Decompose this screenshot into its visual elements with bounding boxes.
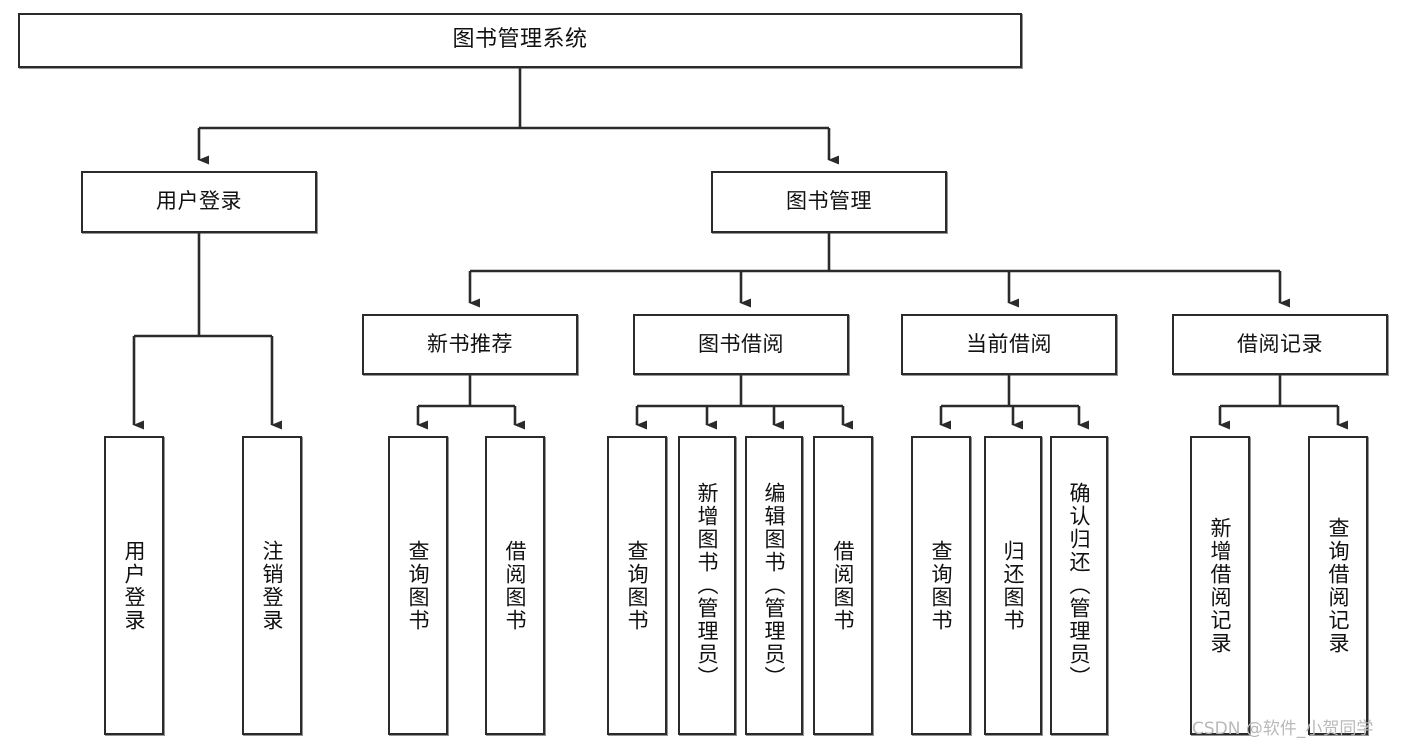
node-label: 新书推荐 [427, 331, 513, 356]
leaf-borrow-book[interactable]: 借阅图书 [813, 436, 873, 735]
node-label: 确认归还（管理员） [1067, 482, 1092, 689]
node-label: 用户登录 [122, 539, 147, 632]
node-label: 用户登录 [156, 189, 242, 214]
node-label: 注销登录 [260, 539, 285, 632]
node-label: 借阅图书 [503, 539, 528, 632]
leaf-query-book-recommend[interactable]: 查询图书 [388, 436, 448, 735]
node-borrow-record[interactable]: 借阅记录 [1172, 314, 1388, 375]
leaf-return-book[interactable]: 归还图书 [984, 436, 1042, 735]
leaf-user-login[interactable]: 用户登录 [104, 436, 164, 735]
node-label: 图书管理 [786, 189, 872, 214]
leaf-edit-book-admin[interactable]: 编辑图书（管理员） [745, 436, 803, 735]
leaf-query-borrow-record[interactable]: 查询借阅记录 [1308, 436, 1368, 735]
leaf-confirm-return-admin[interactable]: 确认归还（管理员） [1050, 436, 1108, 735]
node-label: 查询图书 [625, 539, 650, 632]
node-label: 借阅图书 [831, 539, 856, 632]
node-new-book-recommend[interactable]: 新书推荐 [362, 314, 578, 375]
leaf-add-borrow-record[interactable]: 新增借阅记录 [1190, 436, 1250, 735]
node-label: 图书借阅 [698, 331, 784, 356]
node-label: 查询图书 [929, 539, 954, 632]
leaf-logout[interactable]: 注销登录 [242, 436, 302, 735]
node-label: 查询借阅记录 [1326, 516, 1351, 655]
node-root-system[interactable]: 图书管理系统 [18, 13, 1022, 68]
node-label: 归还图书 [1001, 539, 1026, 632]
node-label: 图书管理系统 [452, 27, 588, 53]
node-label: 编辑图书（管理员） [762, 482, 787, 689]
node-label: 借阅记录 [1237, 331, 1323, 356]
leaf-borrow-book-recommend[interactable]: 借阅图书 [485, 436, 545, 735]
node-book-manage[interactable]: 图书管理 [711, 171, 947, 233]
csdn-watermark: CSDN @软件_小贺同学 [1192, 719, 1374, 739]
leaf-query-book-current[interactable]: 查询图书 [911, 436, 971, 735]
leaf-query-book-borrow[interactable]: 查询图书 [607, 436, 667, 735]
node-book-borrow[interactable]: 图书借阅 [633, 314, 849, 375]
node-label: 当前借阅 [966, 331, 1052, 356]
node-user-login[interactable]: 用户登录 [81, 171, 317, 233]
node-label: 新增图书（管理员） [695, 482, 720, 689]
node-label: 新增借阅记录 [1208, 516, 1233, 655]
node-label: 查询图书 [406, 539, 431, 632]
node-current-borrow[interactable]: 当前借阅 [901, 314, 1117, 375]
leaf-add-book-admin[interactable]: 新增图书（管理员） [678, 436, 736, 735]
